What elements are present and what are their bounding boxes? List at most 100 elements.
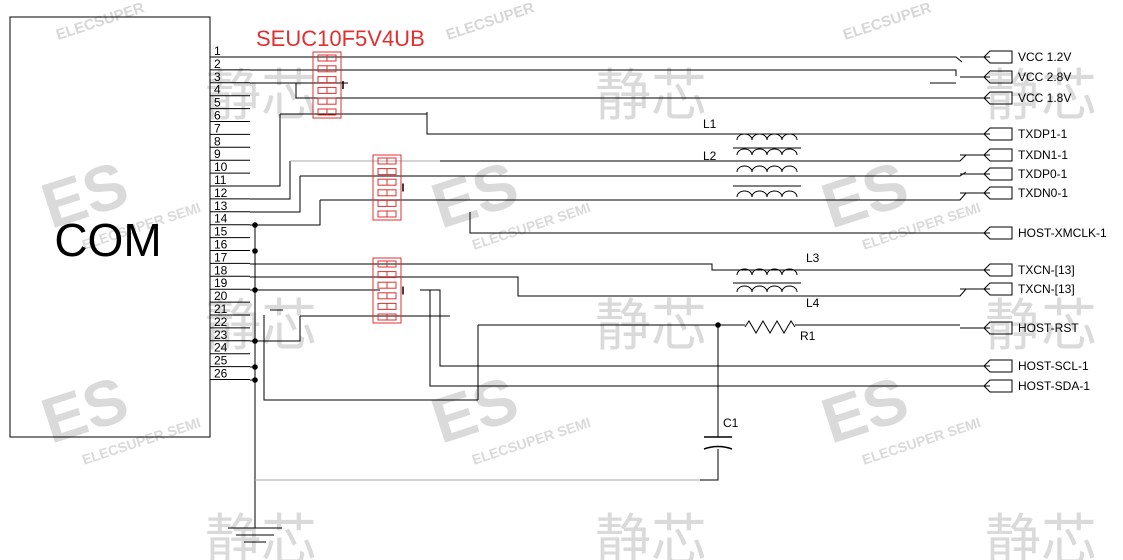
inductor-icon (736, 190, 798, 198)
inductor-label: L2 (703, 149, 717, 163)
junction-dot (252, 377, 258, 383)
wire-segment (263, 315, 478, 401)
connector-label: VCC 1.8V (1018, 91, 1071, 105)
junction-dot (252, 248, 258, 254)
connector-label: TXDP0-1 (1018, 167, 1068, 181)
connector-label: HOST-RST (1018, 321, 1079, 335)
pin-number: 17 (214, 250, 228, 264)
connector-label: HOST-SCL-1 (1018, 359, 1089, 373)
connector-port: TXDN1-1 (960, 148, 1068, 162)
wire-segment (300, 171, 967, 177)
connector-label: HOST-SDA-1 (1018, 379, 1090, 393)
connector-label: TXCN-[13] (1018, 282, 1075, 296)
pin-number: 2 (214, 57, 221, 71)
connector-label: VCC 2.8V (1018, 70, 1071, 84)
wire-segment (250, 276, 967, 297)
part-title: SEUC10F5V4UB (256, 26, 425, 51)
resistor-r1: R1 (744, 320, 816, 343)
pin-number: 21 (214, 302, 228, 316)
pin-number: 11 (214, 173, 227, 187)
connector-arrow-icon (960, 379, 1013, 393)
com-component-box (9, 16, 211, 438)
connector-label: TXCN-[13] (1018, 263, 1075, 277)
ground-icon (228, 527, 282, 543)
pin-number: 16 (214, 238, 228, 252)
pin-number: 20 (214, 289, 228, 303)
inductor-icon (736, 165, 798, 173)
pin-number: 3 (214, 70, 221, 84)
wire-segment (250, 161, 291, 200)
connector-port: TXCN-[13] (960, 282, 1075, 296)
connector-port: VCC 1.8V (960, 91, 1071, 105)
connector-label: TXDP1-1 (1018, 127, 1068, 141)
connector-arrow-icon (960, 359, 1013, 373)
wire-segment (440, 154, 967, 162)
pin-number: 22 (214, 315, 228, 329)
capacitor-c1: C1 (703, 416, 739, 450)
pin-number: 9 (214, 147, 221, 161)
inductor-label: L1 (703, 117, 717, 131)
connector-port: TXDP1-1 (960, 127, 1068, 141)
connector-port: VCC 2.8V (960, 70, 1071, 84)
com-label: COM (54, 214, 161, 266)
watermark-cn-text: 静芯 (985, 64, 1097, 127)
inductor-icon: L1 (703, 117, 798, 141)
connector-arrow-icon (960, 186, 1013, 200)
tvs-array-icon (372, 154, 404, 221)
wire-segment (320, 192, 967, 201)
connector-label: TXDN0-1 (1018, 186, 1068, 200)
connector-arrow-icon (960, 321, 1013, 335)
connector-arrow-icon (960, 226, 1013, 240)
pin-number: 10 (214, 160, 228, 174)
inductor-icon: L2 (703, 148, 798, 163)
wire-segment (250, 200, 321, 226)
pin-list: 1234567891011121314151617181920212223242… (210, 44, 250, 381)
pin-number: 6 (214, 109, 221, 123)
resistor-label: R1 (800, 329, 816, 343)
resistor-icon (744, 320, 796, 334)
connector-arrow-icon (960, 127, 1013, 141)
watermark-cn-text: 静芯 (595, 64, 707, 127)
wire-segment (250, 316, 301, 342)
tvs-array-icon (372, 257, 404, 324)
capacitor-label: C1 (723, 416, 739, 430)
pin-number: 26 (214, 367, 228, 381)
pin-number: 5 (214, 96, 221, 110)
wire-segment (250, 114, 281, 187)
wire-segment (250, 56, 963, 63)
inductor-icon: L3 (736, 251, 820, 276)
connector-arrow-icon (960, 50, 1013, 64)
wire-segment (250, 263, 960, 271)
connector-arrow-icon (960, 70, 1013, 84)
pin-number: 15 (214, 225, 228, 239)
connector-port: HOST-SCL-1 (960, 359, 1089, 373)
connector-port: TXDP0-1 (960, 167, 1068, 181)
watermark-brand-text: ELECSUPER (841, 0, 934, 44)
watermark-cn-text: 静芯 (985, 509, 1097, 560)
junction-dot (252, 287, 258, 293)
wire-layer (250, 56, 990, 528)
junction-dot (252, 364, 258, 370)
pin-number: 23 (214, 328, 228, 342)
connector-port: TXCN-[13] (960, 263, 1075, 277)
pin-number: 7 (214, 121, 221, 135)
connector-arrow-icon (960, 167, 1013, 181)
wire-segment (429, 290, 960, 387)
connector-label: VCC 1.2V (1018, 50, 1071, 64)
junction-dot (715, 322, 721, 328)
pin-number: 12 (214, 186, 228, 200)
connector-port: HOST-SDA-1 (960, 379, 1090, 393)
pin-number: 8 (214, 134, 221, 148)
pin-number: 13 (214, 199, 228, 213)
connector-port: VCC 1.2V (960, 50, 1071, 64)
wire-segment (469, 212, 990, 234)
connector-label: HOST-XMCLK-1 (1018, 226, 1107, 240)
connector-port: TXDN0-1 (960, 186, 1068, 200)
